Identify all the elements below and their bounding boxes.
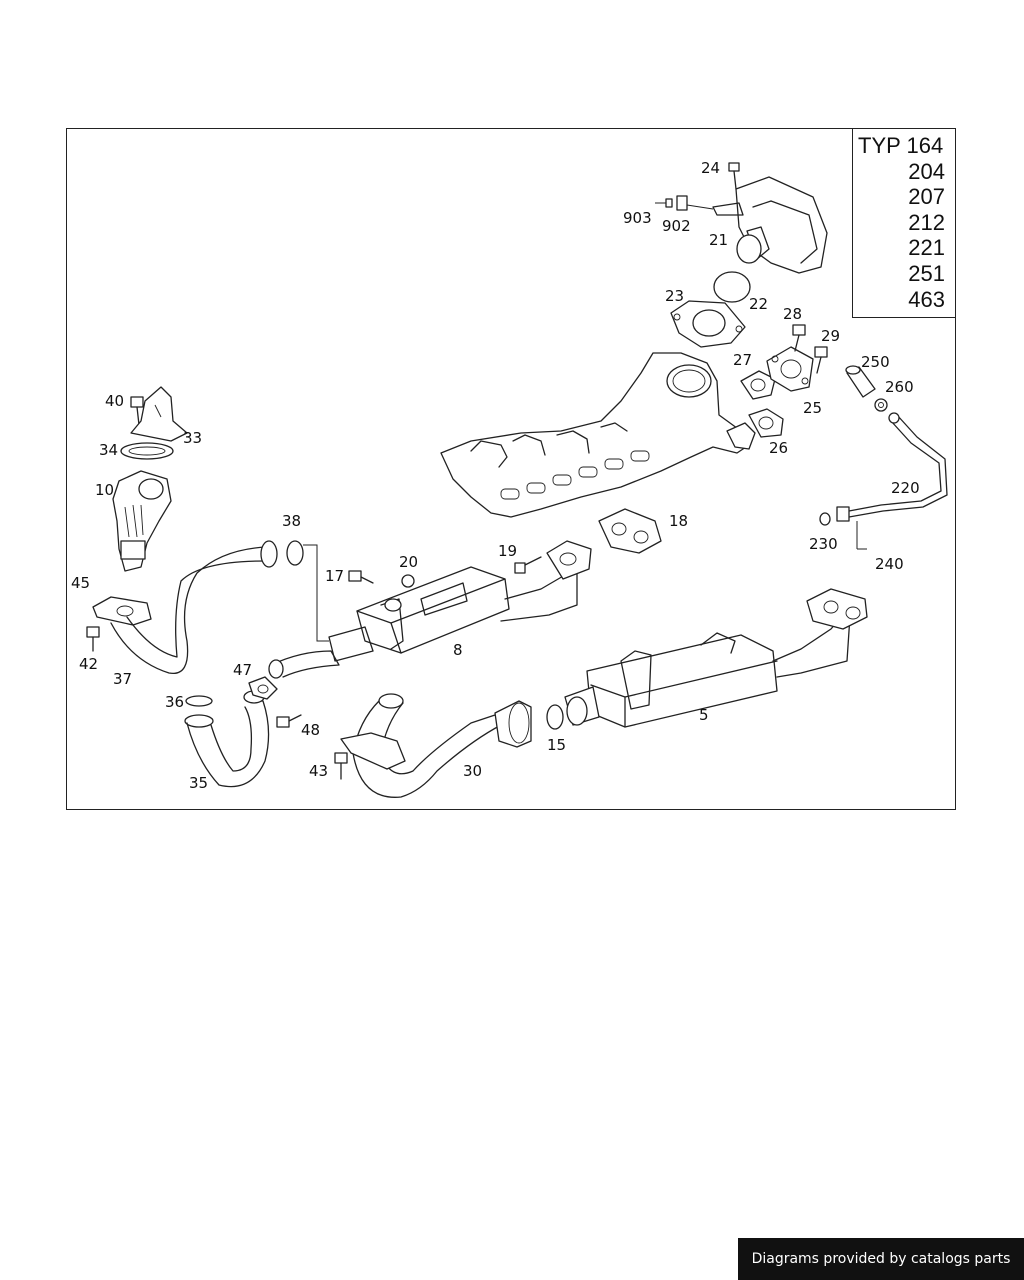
callout-903: 903 (623, 209, 652, 227)
clamp-260 (874, 398, 888, 412)
gasket-18 (598, 508, 662, 554)
type-prefix: TYP (858, 133, 901, 158)
flange-25 (766, 346, 814, 392)
callout-30: 30 (463, 762, 482, 780)
pipe-35 (184, 690, 270, 788)
callout-250: 250 (861, 353, 890, 371)
intake-manifold (440, 352, 756, 518)
pipe-30 (340, 693, 532, 798)
callout-24: 24 (701, 159, 720, 177)
callout-5: 5 (699, 706, 709, 724)
callout-37: 37 (113, 670, 132, 688)
o-ring-15 (546, 704, 564, 730)
o-ring-22 (713, 271, 751, 303)
callout-220: 220 (891, 479, 920, 497)
callout-27: 27 (733, 351, 752, 369)
bolt-43 (334, 752, 348, 780)
pipe-37 (110, 540, 278, 675)
callout-28: 28 (783, 305, 802, 323)
gasket-26 (748, 408, 784, 438)
callout-25: 25 (803, 399, 822, 417)
callout-26: 26 (769, 439, 788, 457)
bolt-28 (792, 324, 806, 352)
o-ring-38 (286, 540, 304, 566)
type-463: 463 (908, 286, 945, 312)
callout-47: 47 (233, 661, 252, 679)
sleeve-250 (845, 365, 876, 398)
callout-260: 260 (885, 378, 914, 396)
callout-33: 33 (183, 429, 202, 447)
callout-8: 8 (453, 641, 463, 659)
callout-48: 48 (301, 721, 320, 739)
callout-19: 19 (498, 542, 517, 560)
gasket-23 (670, 300, 746, 348)
callout-29: 29 (821, 327, 840, 345)
bolt-240 (856, 521, 867, 550)
bolt-48 (276, 714, 302, 728)
callout-labels: 24 903 902 21 22 23 28 29 27 25 250 260 … (71, 159, 920, 792)
o-ring-36 (185, 695, 213, 707)
callout-20: 20 (399, 553, 418, 571)
callout-22: 22 (749, 295, 768, 313)
callout-230: 230 (809, 535, 838, 553)
gasket-27 (740, 370, 776, 400)
gasket-45 (92, 596, 152, 626)
callout-18: 18 (669, 512, 688, 530)
callout-38: 38 (282, 512, 301, 530)
parts-drawing: 24 903 902 21 22 23 28 29 27 25 250 260 … (71, 159, 948, 798)
pipe-220 (836, 412, 948, 522)
callout-42: 42 (79, 655, 98, 673)
type-221: 221 (908, 235, 945, 261)
callout-15: 15 (547, 736, 566, 754)
bolt-40 (130, 396, 144, 426)
washer-230 (819, 512, 831, 526)
type-207: 207 (908, 184, 945, 210)
callout-902: 902 (662, 217, 691, 235)
callout-45: 45 (71, 574, 90, 592)
bolt-42 (86, 626, 100, 652)
egr-cooler-5 (564, 588, 868, 728)
callout-35: 35 (189, 774, 208, 792)
egr-valve-10 (112, 470, 172, 572)
type-251: 251 (908, 260, 945, 286)
bolt-19 (514, 556, 542, 574)
egr-valve-21 (655, 162, 828, 274)
callout-23: 23 (665, 287, 684, 305)
callout-40: 40 (105, 392, 124, 410)
ring-20 (401, 574, 415, 588)
type-204: 204 (908, 158, 945, 184)
gasket-34 (120, 442, 174, 460)
type-164: 164 (906, 133, 944, 158)
diagram-frame: 24 903 902 21 22 23 28 29 27 25 250 260 … (66, 128, 956, 810)
footer-credit: Diagrams provided by catalogs parts (738, 1238, 1024, 1280)
type-line-first: TYP 164 (858, 133, 945, 159)
callout-36: 36 (165, 693, 184, 711)
bolt-17 (348, 570, 374, 584)
callout-21: 21 (709, 231, 728, 249)
callout-17: 17 (325, 567, 344, 585)
callout-34: 34 (99, 441, 118, 459)
callout-10: 10 (95, 481, 114, 499)
callout-240: 240 (875, 555, 904, 573)
egr-cooler-8 (268, 540, 592, 679)
type-applicability-box: TYP 164 204 207 212 221 251 463 (852, 128, 956, 318)
type-212: 212 (908, 209, 945, 235)
gasket-47 (248, 676, 278, 700)
bolt-29 (814, 346, 828, 374)
callout-43: 43 (309, 762, 328, 780)
bracket-33 (130, 386, 188, 442)
